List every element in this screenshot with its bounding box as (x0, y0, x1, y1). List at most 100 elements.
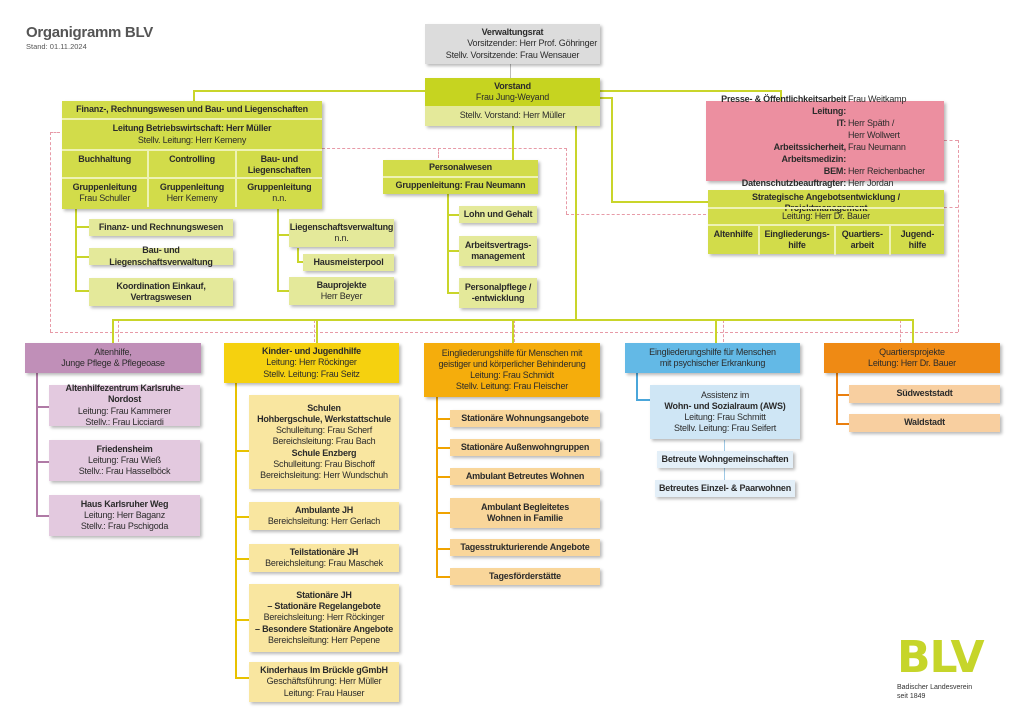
unit-lead: Bereichsleitung: Frau Maschek (265, 558, 383, 568)
unit-lead: Bereichsleitung: Herr Gerlach (267, 516, 381, 526)
unit-name: Herr Beyer (320, 291, 363, 301)
presse-rows: Presse- & Öffentlichkeitsarbeit Leitung:… (710, 93, 940, 189)
egh-unit: Tagesförderstätte (450, 568, 600, 585)
egh-unit: Ambulant Betreutes Wohnen (450, 468, 600, 485)
presse-row: Presse- & Öffentlichkeitsarbeit Leitung:… (710, 93, 940, 117)
egh-deputy: Stellv. Leitung: Frau Fleischer (455, 381, 569, 392)
school-name: Hohbergschule, Werkstattschule (257, 413, 391, 424)
vorstand-box: Vorstand Frau Jung-Weyand Stellv. Vorsta… (425, 78, 600, 126)
egh-unit: Tagesstrukturierende Angebote (450, 539, 600, 556)
presse-row-value: Herr Reichenbacher (848, 166, 925, 176)
page-title: Organigramm BLV (26, 24, 153, 41)
unit-title: Friedensheim (96, 443, 153, 454)
unit-label: Südweststadt (896, 388, 953, 399)
unit-name: n.n. (334, 233, 349, 243)
strategie-col-altenhilfe: Altenhilfe (713, 229, 753, 239)
jugend-lead: Leitung: Herr Röckinger (266, 357, 357, 368)
unit-liegenschaftsverwaltung: Liegenschaftsverwaltung n.n. (289, 219, 394, 247)
aws-title: Wohn- und Sozialraum (AWS) (664, 400, 786, 411)
finanz-deputy: Stellv. Leitung: Herr Kemeny (137, 134, 247, 145)
egh-unit: Ambulant Begleitetes Wohnen in Familie (450, 498, 600, 528)
verwaltungsrat-deputy: Stellv. Vorsitzende: Frau Wensauer (445, 49, 580, 60)
aws-deputy: Stellv. Leitung: Frau Seifert (673, 423, 777, 434)
presse-row-label (710, 129, 848, 141)
jugend-deputy: Stellv. Leitung: Frau Seitz (263, 368, 360, 379)
strategie-col-jugend: Jugend-hilfe (888, 226, 944, 255)
quartier-title: Quartiersprojekte (879, 346, 945, 357)
quartier-unit: Waldstadt (849, 414, 1000, 432)
unit-hausmeisterpool: Hausmeisterpool (303, 254, 394, 271)
presse-row-label: Arbeitssicherheit, Arbeitsmedizin: (773, 142, 847, 164)
unit-title: Liegenschaftsverwaltung (289, 221, 394, 232)
strategie-col-eingliederung: Eingliederungs-hilfe (758, 226, 833, 255)
unit-label: Stationäre Außenwohngruppen (460, 441, 590, 452)
altenhilfe-unit: Friedensheim Leitung: Frau Wieß Stellv.:… (49, 440, 200, 481)
jugend-teilstationaer: Teilstationäre JH Bereichsleitung: Frau … (249, 544, 399, 572)
quartier-unit: Südweststadt (849, 385, 1000, 403)
unit-label: Ambulant Betreutes Wohnen (465, 470, 585, 481)
egh-unit: Stationäre Wohnungsangebote (450, 410, 600, 427)
unit-label: Arbeitsvertrags-management (464, 239, 532, 261)
verwaltungsrat-chair: Vorsitzender: Herr Prof. Göhringer (467, 38, 597, 49)
presse-row-label: Datenschutzbeauftragter: (741, 178, 846, 188)
finanz-col-controlling: Controlling (147, 150, 234, 177)
presse-row-value: Herr Späth / (848, 118, 895, 128)
altenhilfe-title: Altenhilfe, (94, 346, 132, 357)
unit-title: Bauprojekte (316, 279, 367, 290)
egh-lead: Leitung: Frau Schmidt (470, 370, 554, 380)
unit-label: Ambulant Begleitetes Wohnen in Familie (480, 501, 570, 523)
unit-title: Altenhilfezentrum Karlsruhe-Nordost (65, 383, 184, 405)
unit-deputy: Stellv.: Frau Pschigoda (80, 521, 169, 532)
finanz-col-bau: Bau- und Liegenschaften (234, 150, 322, 177)
unit-label: Tagesstrukturierende Angebote (460, 541, 590, 552)
psych-title: Eingliederungshilfe für Menschen (649, 346, 776, 357)
presse-row: BEM:Herr Reichenbacher (710, 165, 940, 177)
jugend-stationaer: Stationäre JH – Stationäre Regelangebote… (249, 584, 399, 652)
aws-title: Assistenz im (700, 389, 750, 400)
presse-row-label: BEM: (823, 166, 846, 176)
unit-title: Stationäre JH (296, 589, 352, 600)
unit-title: Haus Karlsruher Weg (80, 498, 169, 509)
unit-deputy: Stellv.: Frau Licciardi (85, 416, 164, 427)
personal-title: Personalwesen (429, 162, 492, 172)
school-area-lead: Bereichsleitung: Herr Wundschuh (260, 470, 388, 481)
psych-header: Eingliederungshilfe für Menschen mit psy… (625, 343, 800, 373)
psych-unit: Betreutes Einzel- & Paarwohnen (655, 480, 795, 497)
presse-row-value: Frau Neumann (848, 142, 906, 152)
unit-bau-liegenschaftsverwaltung: Bau- und Liegenschaftsverwaltung (89, 245, 233, 267)
unit-koordination-einkauf: Koordination Einkauf, Vertragswesen (89, 278, 233, 306)
unit-lead: Leitung: Frau Kammerer (77, 405, 172, 416)
unit-label: Betreute Wohngemeinschaften (661, 453, 789, 464)
unit-arbeitsvertragsmanagement: Arbeitsvertrags-management (459, 236, 537, 266)
jugend-title: Kinder- und Jugendhilfe (262, 346, 361, 357)
unit-lead: Bereichsleitung: Herr Röckinger (263, 612, 385, 623)
school-lead: Schulleitung: Frau Scherf (275, 425, 373, 436)
blv-logo-mark: BLV (897, 632, 985, 683)
unit-sub: – Stationäre Regelangebote (267, 601, 381, 612)
presse-row: Arbeitssicherheit, Arbeitsmedizin:Frau N… (710, 141, 940, 165)
vorstand-deputy: Stellv. Vorstand: Herr Müller (459, 110, 566, 121)
finanz-title: Finanz-, Rechnungswesen und Bau- und Lie… (76, 104, 308, 114)
unit-label: Finanz- und Rechnungswesen (98, 221, 224, 232)
jugend-schulen: Schulen Hohbergschule, Werkstattschule S… (249, 395, 399, 489)
egh-title: Eingliederungshilfe für Menschen mit (441, 347, 583, 358)
unit-lead: Leitung: Herr Baganz (83, 509, 166, 520)
strategie-box: Strategische Angebotsentwicklung / Proje… (708, 190, 944, 255)
school-lead: Schulleitung: Frau Bischoff (273, 458, 375, 469)
altenhilfe-subtitle: Junge Pflege & Pflegeoase (61, 358, 165, 368)
unit-title: Teilstationäre JH (289, 546, 359, 557)
unit-lohn-gehalt: Lohn und Gehalt (459, 206, 537, 223)
finanz-col-lead-name: Frau Schuller (79, 193, 131, 203)
finanz-col-lead-title: Gruppenleitung (247, 181, 312, 192)
quartier-lead: Leitung: Herr Dr. Bauer (868, 358, 956, 368)
unit-label: Hausmeisterpool (313, 256, 384, 267)
egh-unit: Stationäre Außenwohngruppen (450, 439, 600, 456)
finanz-col-lead-title: Gruppenleitung (72, 181, 137, 192)
finanz-col-lead-title: Gruppenleitung (159, 181, 225, 192)
presse-row: IT:Herr Späth / (710, 117, 940, 129)
psych-unit: Betreute Wohngemeinschaften (657, 451, 793, 468)
presse-row-label: IT: (836, 118, 847, 128)
presse-row: Herr Wollwert (710, 129, 940, 141)
strategie-title: Strategische Angebotsentwicklung / Proje… (752, 192, 900, 214)
verwaltungsrat-title: Verwaltungsrat (481, 27, 544, 38)
